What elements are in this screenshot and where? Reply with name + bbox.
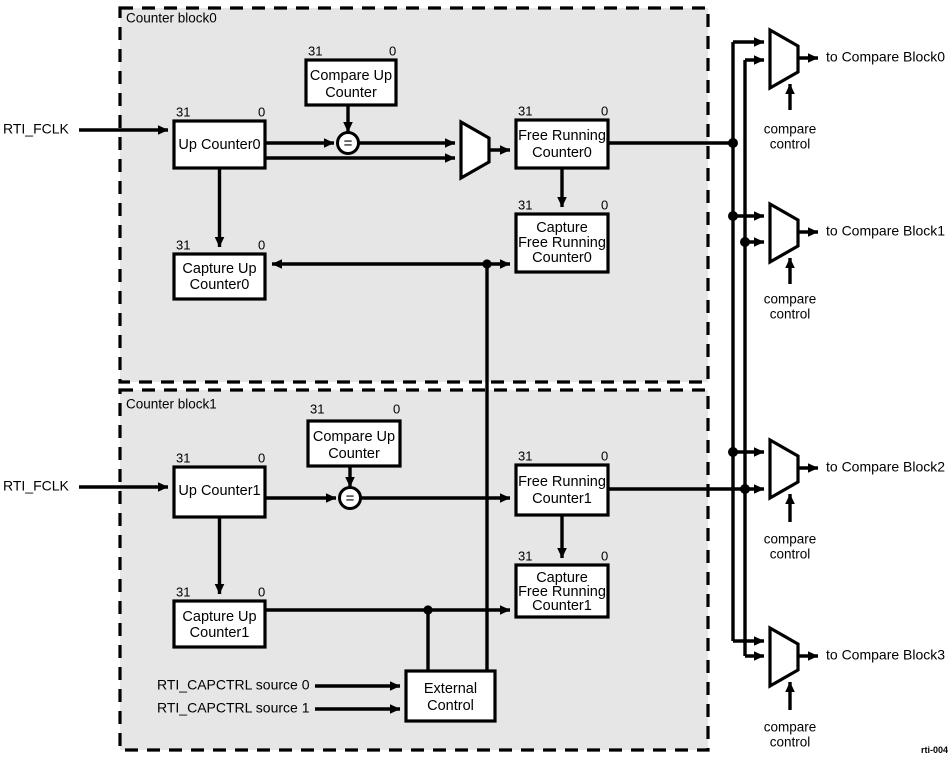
capture-frc0-label-line1: Capture [536, 220, 588, 236]
compare-control-label-line2-block0: control [770, 137, 811, 152]
compare-control-label-line2-block3: control [770, 735, 811, 750]
counter-block0-background [120, 8, 708, 382]
counter-block1-dashed-border [118, 388, 710, 752]
external-control-label-line1: External [424, 681, 477, 697]
frc0-bit-high: 31 [518, 103, 532, 118]
to-compare-block2-label: to Compare Block2 [826, 459, 945, 475]
counter-block1-group: Counter block1 RTI_FCLK 31 0 Up Counter1… [3, 264, 710, 752]
capture-frc1-label-line2: Free Running [518, 584, 606, 600]
frc0-label-line2: Counter0 [532, 145, 592, 161]
junction-dot-bus-a-mux1 [728, 211, 738, 221]
up-counter0-bit-low: 0 [258, 104, 265, 119]
compare-control-label-line2-block2: control [770, 547, 811, 562]
capture-up-counter0-bit-low: 0 [258, 237, 265, 252]
capture-up-counter0-label-line2: Counter0 [190, 277, 250, 293]
capture-frc0-bit-low: 0 [601, 197, 608, 212]
frc1-label-line2: Counter1 [532, 491, 592, 507]
compare-control-label-line1-block1: compare [764, 292, 817, 307]
frc0-label-line1: Free Running [518, 128, 606, 144]
counter-block1-label: Counter block1 [126, 397, 217, 412]
rti-capctrl-source-1-label: RTI_CAPCTRL source 1 [157, 700, 310, 716]
up-counter1-box [172, 465, 267, 519]
capture-frc0-bit-high: 31 [518, 197, 532, 212]
to-compare-block3-label: to Compare Block3 [826, 647, 945, 663]
capture-frc0-box [514, 212, 610, 274]
capture-up-counter1-label-line2: Counter1 [190, 625, 250, 641]
external-control-box [404, 669, 497, 723]
compare-up-counter-bit-low-block1: 0 [393, 401, 400, 416]
rti-fclk-input-label-block0: RTI_FCLK [3, 121, 70, 137]
output-mux-compare-block2 [768, 437, 800, 501]
output-mux-compare-block1 [768, 201, 800, 265]
capture-up-counter1-bit-low: 0 [258, 584, 265, 599]
compare-block2-output-group: to Compare Block2 compare control [728, 437, 945, 562]
capture-frc1-bit-high: 31 [518, 548, 532, 563]
up-counter1-bit-high: 31 [176, 450, 190, 465]
junction-dot-bus-a-mux2 [728, 447, 738, 457]
compare-control-label-line1-block3: compare [764, 720, 817, 735]
to-compare-block0-label: to Compare Block0 [826, 49, 945, 65]
capture-up-counter1-box [172, 599, 267, 649]
compare-up-counter-bit-low-block0: 0 [389, 43, 396, 58]
up-counter1-label: Up Counter1 [178, 483, 260, 499]
capture-frc1-label-line1: Capture [536, 570, 588, 586]
capture-up-counter1-bit-high: 31 [176, 584, 190, 599]
capture-up-counter0-box [172, 252, 267, 301]
frc1-bit-high: 31 [518, 448, 532, 463]
capture-frc0-label-line2: Free Running [518, 235, 606, 251]
frc1-label-line1: Free Running [518, 474, 606, 490]
free-running-counter1-box [514, 463, 610, 517]
compare-up-counter-label-line1-block0: Compare Up [310, 68, 392, 84]
counter-block0-dashed-border [118, 6, 710, 384]
compare-up-counter-box-block0 [304, 58, 398, 107]
comparator-equals-symbol-block1: = [346, 490, 355, 507]
output-mux-compare-block3 [768, 625, 800, 689]
compare-up-counter-bit-high-block0: 31 [308, 43, 322, 58]
frc1-bit-low: 0 [601, 448, 608, 463]
compare-up-counter-label-line1-block1: Compare Up [313, 429, 395, 445]
compare-up-counter-label-line2-block1: Counter [328, 446, 380, 462]
compare-up-counter-box-block1 [306, 419, 402, 468]
compare-control-label-line1-block0: compare [764, 122, 817, 137]
capture-frc0-label-line3: Counter0 [532, 250, 592, 266]
external-control-label-line2: Control [427, 698, 474, 714]
counter-block0-label: Counter block0 [126, 11, 217, 26]
up-counter1-bit-low: 0 [258, 450, 265, 465]
output-mux-compare-block0 [768, 27, 800, 91]
compare-block1-output-group: to Compare Block1 compare control [728, 201, 945, 322]
figure-id-label: rti-004 [921, 745, 948, 755]
compare-control-label-line2-block1: control [770, 307, 811, 322]
comparator-equals-symbol-block0: = [344, 135, 353, 152]
capture-frc1-bit-low: 0 [601, 548, 608, 563]
frc0-bit-low: 0 [601, 103, 608, 118]
to-compare-block1-label: to Compare Block1 [826, 223, 945, 239]
compare-block0-output-group: to Compare Block0 compare control [733, 27, 945, 152]
capture-frc1-label-line3: Counter1 [532, 598, 592, 614]
mux-block0 [459, 119, 491, 181]
capture-up-counter1-label-line1: Capture Up [182, 609, 256, 625]
rti-fclk-input-label-block1: RTI_FCLK [3, 478, 70, 494]
up-counter0-bit-high: 31 [176, 104, 190, 119]
capture-frc1-box [514, 563, 610, 619]
compare-control-label-line1-block2: compare [764, 532, 817, 547]
up-counter0-label: Up Counter0 [178, 137, 260, 153]
compare-block3-output-group: to Compare Block3 compare control [733, 625, 945, 750]
capture-up-counter0-bit-high: 31 [176, 237, 190, 252]
counter-block0-group: Counter block0 RTI_FCLK 31 0 Up Counter0… [3, 6, 710, 384]
compare-up-counter-bit-high-block1: 31 [310, 401, 324, 416]
output-mux-section: to Compare Block0 compare control to Com… [608, 27, 945, 750]
rti-capctrl-source-0-label: RTI_CAPCTRL source 0 [157, 677, 310, 693]
capture-up-counter0-label-line1: Capture Up [182, 261, 256, 277]
junction-dot-bus-b-mux1 [740, 237, 750, 247]
compare-up-counter-label-line2-block0: Counter [325, 85, 377, 101]
